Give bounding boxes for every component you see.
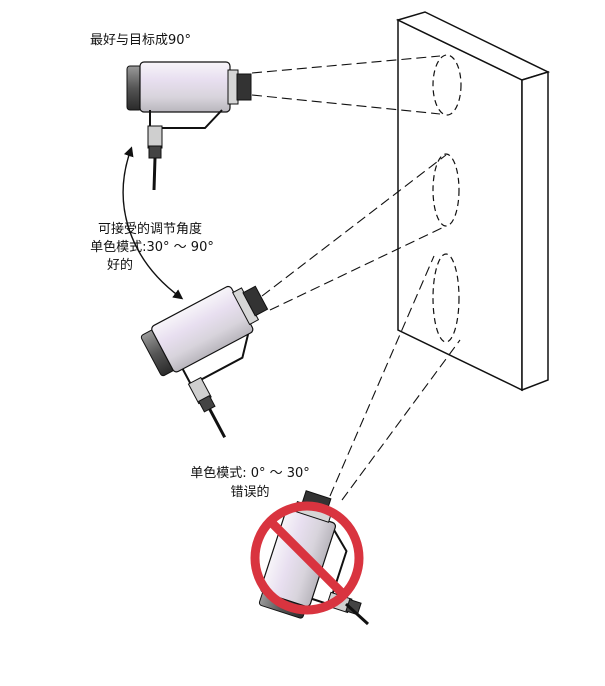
- target-spot-90deg: [432, 54, 462, 116]
- sensor-90deg-connector: [147, 125, 163, 149]
- sensor-90deg-bracket: [149, 109, 223, 129]
- wall-side-face: [521, 70, 549, 392]
- sensor-90deg: [126, 61, 252, 191]
- label-acceptable-line2: 单色模式:30° ～ 90°: [90, 240, 214, 255]
- label-acceptable-line3: 好的: [106, 258, 133, 273]
- beam-mid-upper: [261, 154, 447, 297]
- sensor-90deg-lens: [236, 73, 252, 101]
- label-wrong-line1: 单色模式: 0° ～ 30°: [190, 466, 310, 481]
- no-entry-circle-icon: [250, 501, 364, 615]
- beams: [251, 55, 461, 501]
- label-acceptable-line1: 可接受的调节角度: [97, 222, 202, 237]
- label-best-90deg: 最好与目标成90°: [90, 33, 192, 48]
- target-wall: [395, 11, 551, 392]
- sensor-acceptable-lens: [242, 285, 269, 317]
- sensor-90deg-connector-ring: [148, 145, 162, 159]
- sensor-acceptable-cable: [208, 408, 227, 439]
- label-wrong-line2: 错误的: [230, 485, 270, 500]
- beam-low-left: [329, 255, 435, 497]
- curved-double-arrow-icon: [122, 146, 184, 300]
- beam-top-lower: [251, 94, 441, 115]
- beam-top-upper: [251, 55, 441, 74]
- sensor-90deg-cable: [152, 157, 157, 191]
- prohibit-slash: [266, 517, 348, 599]
- beam-mid-lower: [269, 225, 447, 311]
- sensor-wrong-bracket: [311, 529, 348, 606]
- beam-low-right: [341, 339, 461, 501]
- target-spot-low: [432, 253, 460, 343]
- sensor-wrong-cable: [344, 602, 370, 626]
- sensor-acceptable: [140, 285, 269, 439]
- sensor-90deg-body: [139, 61, 231, 113]
- sensor-acceptable-bracket: [181, 334, 250, 387]
- prohibit-ring: [250, 501, 364, 615]
